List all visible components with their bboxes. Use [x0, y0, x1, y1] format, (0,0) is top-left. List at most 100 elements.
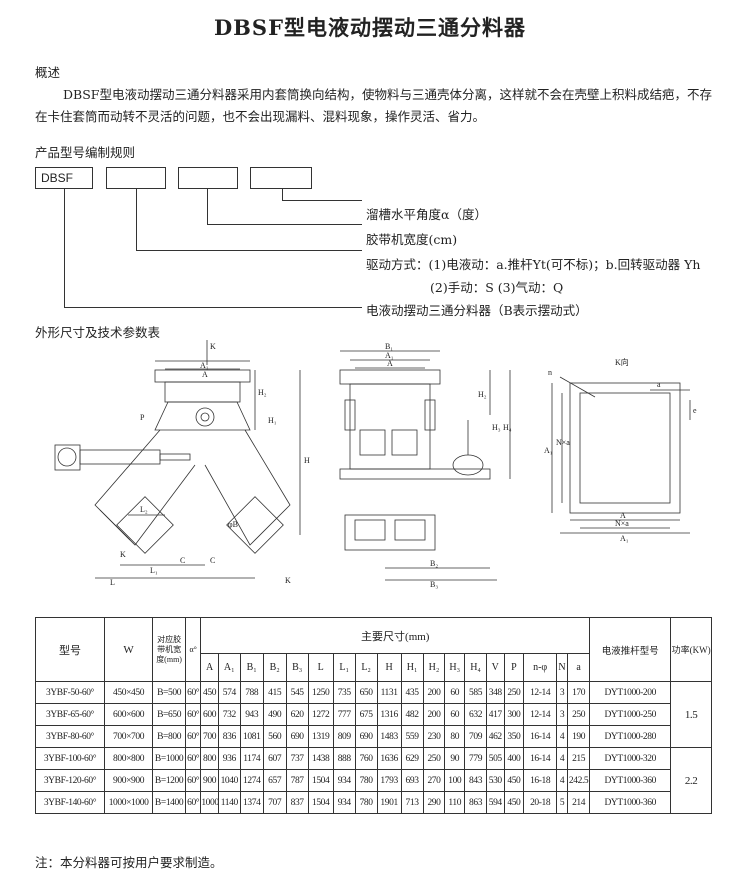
- cell-dim: 3: [556, 681, 569, 704]
- cell-actuator: DYT1000-280: [589, 725, 672, 748]
- rule-item-type: 电液动摆动三通分料器（B表示摆动式）: [366, 303, 588, 318]
- cell-dim: 250: [503, 681, 525, 704]
- cell-dim: 170: [567, 681, 591, 704]
- cell-dim: 90: [444, 747, 466, 770]
- cell-dim: 12-14: [523, 681, 558, 704]
- leader-line: [64, 307, 362, 308]
- cell-dim: 1250: [307, 681, 334, 704]
- cell-dim: 450: [503, 769, 525, 792]
- cell-dim: 1793: [376, 769, 402, 792]
- cell-dim: 1274: [239, 769, 264, 792]
- dim-label-L2: L₂: [140, 505, 148, 514]
- cell-power: 2.2: [670, 747, 712, 814]
- cell-dim: 450: [503, 791, 525, 814]
- cell-dim: 1636: [376, 747, 402, 770]
- dim-label-A1: A₁: [544, 446, 553, 455]
- cell-dim: 20-18: [523, 791, 558, 814]
- cell-actuator: DYT1000-250: [589, 703, 672, 726]
- cell-dim: 760: [354, 747, 378, 770]
- leader-line: [207, 224, 362, 225]
- footnote: 注：本分料器可按用户要求制造。: [35, 855, 223, 870]
- cell-w: 700×700: [103, 725, 154, 748]
- cell-dim: 4: [556, 769, 569, 792]
- model-code-slot-2: [178, 167, 238, 189]
- cell-dim: 900: [200, 769, 219, 792]
- col-header-w: W: [103, 617, 154, 682]
- dim-label-a: a: [657, 380, 661, 389]
- cell-dim: 230: [422, 725, 446, 748]
- cell-w: 450×450: [103, 681, 154, 704]
- k-view-label: K向: [615, 357, 629, 367]
- cell-dim: 585: [464, 681, 488, 704]
- dim-header-cell: H₁: [400, 653, 424, 682]
- dim-header-cell: H₃: [444, 653, 466, 682]
- cell-dim: 415: [262, 681, 287, 704]
- cell-dim: 490: [262, 703, 287, 726]
- cell-actuator: DYT1000-360: [589, 791, 672, 814]
- leader-line: [136, 189, 137, 251]
- cell-model: 3YBF-100-60°: [35, 747, 105, 770]
- cell-dim: 1316: [376, 703, 402, 726]
- cell-dim: 4: [556, 747, 569, 770]
- cell-dim: 200: [422, 703, 446, 726]
- dim-label-L: L: [110, 578, 115, 587]
- cell-model: 3YBF-65-60°: [35, 703, 105, 726]
- leader-line: [136, 250, 362, 251]
- cell-dim: 505: [486, 747, 505, 770]
- cell-dim: 632: [464, 703, 488, 726]
- dim-header-cell: A: [200, 653, 219, 682]
- cell-dim: 809: [332, 725, 356, 748]
- dim-label-A1: A₁: [620, 534, 629, 543]
- cell-dim: 300: [503, 703, 525, 726]
- cell-dim: 836: [217, 725, 241, 748]
- cell-dim: 690: [354, 725, 378, 748]
- cell-dim: 777: [332, 703, 356, 726]
- dim-label-e: e: [693, 406, 697, 415]
- cell-dim: 843: [464, 769, 488, 792]
- dim-label-B1: B₁: [385, 342, 393, 351]
- cell-dim: 348: [486, 681, 505, 704]
- cell-angle: 60°: [184, 725, 202, 748]
- cell-dim: 1000: [200, 791, 219, 814]
- cell-dim: 934: [332, 791, 356, 814]
- cell-dim: 607: [262, 747, 287, 770]
- cell-dim: 787: [285, 769, 309, 792]
- cell-dim: 16-14: [523, 747, 558, 770]
- cell-dim: 3: [556, 703, 569, 726]
- col-header-actuator: 电液推杆型号: [589, 617, 672, 682]
- cell-dim: 190: [567, 725, 591, 748]
- col-header-angle: α°: [184, 617, 202, 682]
- cell-dim: 450: [200, 681, 219, 704]
- cell-dim: 800: [200, 747, 219, 770]
- cell-actuator: DYT1000-200: [589, 681, 672, 704]
- dim-label-A: A: [620, 511, 626, 520]
- cell-dim: 16-14: [523, 725, 558, 748]
- model-code-slot-3: [250, 167, 312, 189]
- dim-header-cell: B₂: [262, 653, 287, 682]
- cell-dim: 690: [285, 725, 309, 748]
- cell-angle: 60°: [184, 681, 202, 704]
- dim-label-phiB: φB: [228, 520, 238, 529]
- cell-dim: 400: [503, 747, 525, 770]
- dim-header-cell: L₂: [354, 653, 378, 682]
- cell-dim: 530: [486, 769, 505, 792]
- dim-label-B3: B₃: [430, 580, 438, 589]
- cell-dim: 1504: [307, 769, 334, 792]
- dim-header-cell: B₁: [239, 653, 264, 682]
- technical-drawing: K A₁ A H₂ H₁ H L₂ L₁ L C C P K K φB: [54, 340, 697, 589]
- dim-label-H4: H₄: [503, 423, 512, 432]
- cell-dim: 1174: [239, 747, 264, 770]
- cell-belt: B=650: [152, 703, 186, 726]
- cell-dim: 350: [503, 725, 525, 748]
- k-view: [551, 376, 691, 534]
- cell-dim: 700: [200, 725, 219, 748]
- dim-label-C: C: [180, 556, 185, 565]
- cell-dim: 1374: [239, 791, 264, 814]
- cell-dim: 735: [332, 681, 356, 704]
- cell-actuator: DYT1000-320: [589, 747, 672, 770]
- cell-dim: 60: [444, 681, 466, 704]
